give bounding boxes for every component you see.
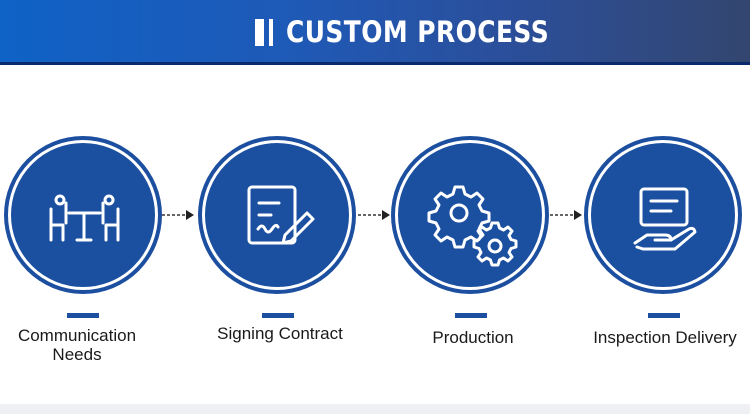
arrow-right-icon: [162, 210, 194, 220]
step-label-line: Communication: [17, 326, 137, 345]
arrow-right-icon: [358, 210, 390, 220]
page-title: CUSTOM PROCESS: [286, 15, 550, 49]
step-circle: [198, 136, 356, 294]
gears-icon: [427, 185, 518, 267]
step-label-line: Signing Contract: [217, 324, 343, 343]
arrow-right-icon: [550, 210, 582, 220]
hand-delivery-icon: [633, 187, 697, 251]
step-label: Signing Contract: [198, 324, 362, 343]
step-label: Production: [392, 328, 554, 347]
step-label-line: Production: [432, 328, 514, 347]
step-circle: [391, 136, 549, 294]
meeting-table-icon: [49, 194, 120, 242]
step-label: Inspection Delivery: [582, 328, 748, 347]
step-bottom-dash: [455, 313, 487, 318]
step-label-line: Needs: [52, 345, 102, 364]
step-bottom-dash: [67, 313, 99, 318]
banner-bars-icon: [255, 19, 279, 46]
step-bottom-dash: [648, 313, 680, 318]
step-label-line: Inspection Delivery: [593, 328, 737, 347]
step-circle: [4, 136, 162, 294]
footer-strip: [0, 404, 750, 414]
step-circle: [584, 136, 742, 294]
step-bottom-dash: [262, 313, 294, 318]
step-label: Communication Needs: [0, 326, 154, 364]
header-banner: CUSTOM PROCESS: [0, 0, 750, 65]
contract-sign-icon: [247, 185, 315, 245]
